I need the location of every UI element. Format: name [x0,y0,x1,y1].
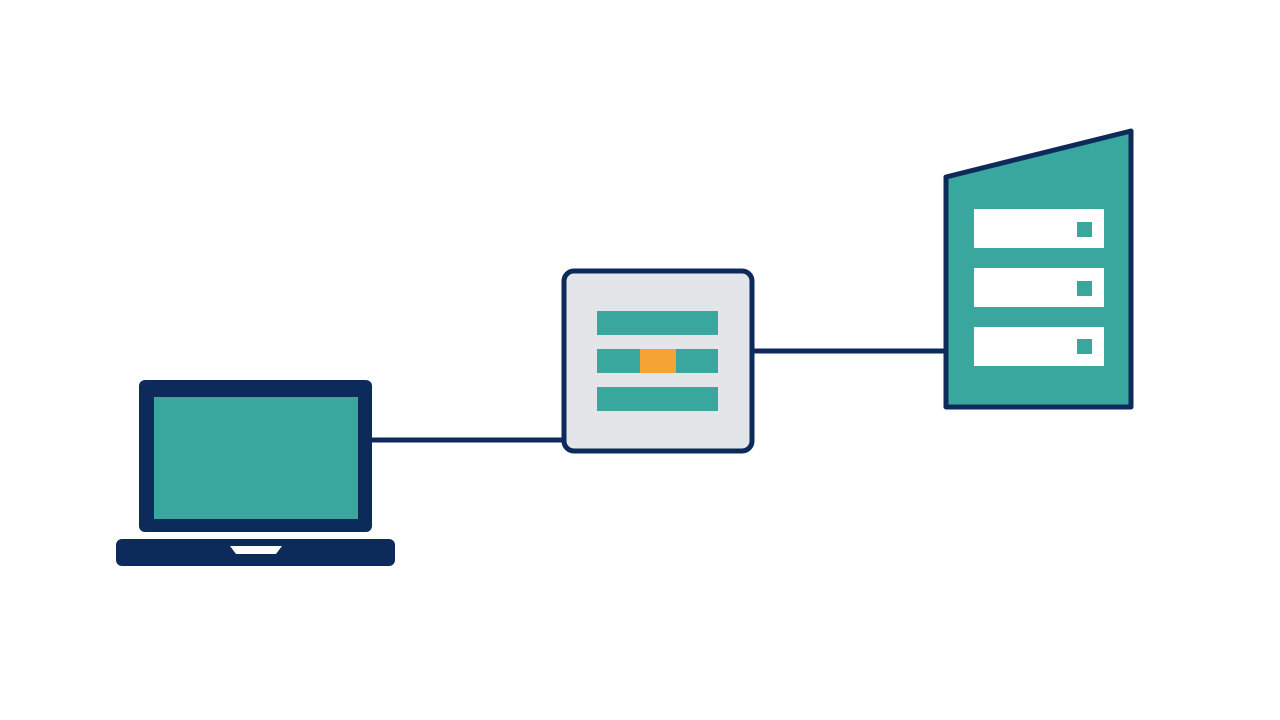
laptop-screen [154,397,358,519]
laptop-trackpad-notch [230,546,282,554]
server-unit-1-led [1077,222,1092,237]
gateway-highlight [640,349,676,373]
laptop-icon [116,380,395,566]
server-rack-icon [943,128,1134,410]
server-unit-3-led [1077,339,1092,354]
gateway-row-top [597,311,718,335]
gateway-row-bottom [597,387,718,411]
server-unit-2-led [1077,281,1092,296]
gateway-icon [561,268,755,454]
